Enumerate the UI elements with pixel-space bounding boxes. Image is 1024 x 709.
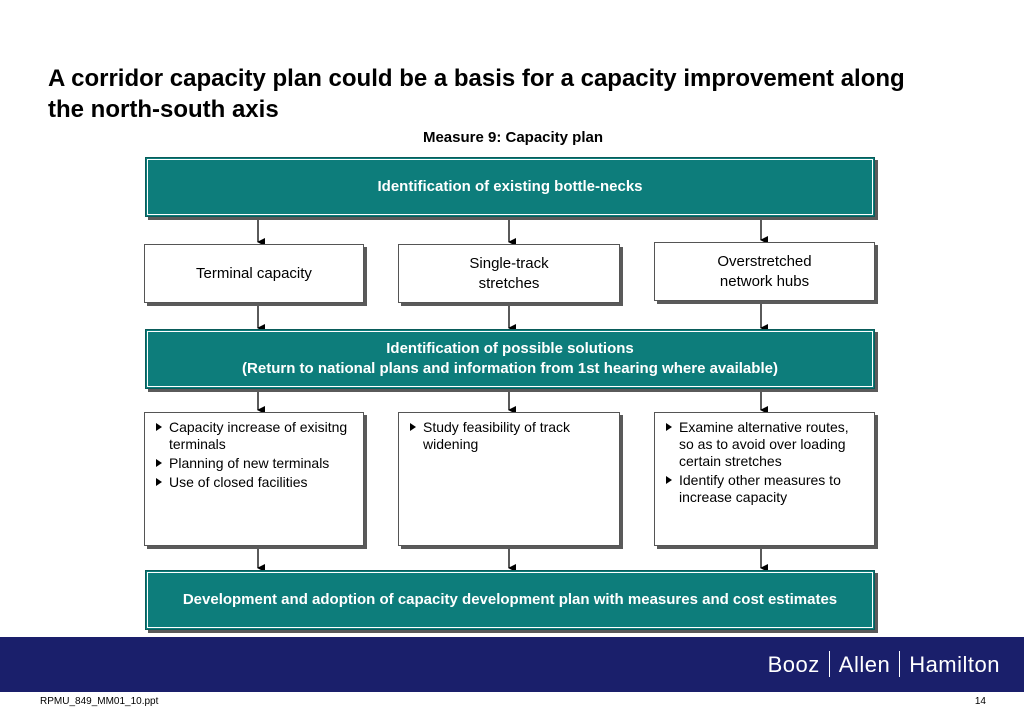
list-item: Capacity increase of exisitng terminals	[153, 419, 355, 453]
bottleneck-label: Single-track stretches	[469, 254, 549, 292]
list-item: Study feasibility of track widening	[407, 419, 611, 453]
slide-title: A corridor capacity plan could be a basi…	[48, 65, 905, 123]
logo-word: Hamilton	[909, 652, 1000, 677]
bottleneck-label: Terminal capacity	[196, 264, 312, 282]
list-item: Examine alternative routes, so as to avo…	[663, 419, 866, 470]
step-capacity-plan: Development and adoption of capacity dev…	[145, 570, 875, 630]
list-item: Use of closed facilities	[153, 474, 355, 491]
step-identify-solutions-line1: Identification of possible solutions	[386, 340, 634, 357]
subtitle-text: Measure 9: Capacity plan	[422, 129, 604, 146]
logo-word: Booz	[767, 652, 820, 677]
step-identify-solutions: Identification of possible solutions (Re…	[145, 329, 875, 389]
footer-page-number: 14	[974, 696, 986, 707]
list-item: Identify other measures to increase capa…	[663, 472, 866, 506]
bottleneck-network-hubs: Overstretched network hubs	[654, 242, 875, 301]
logo-word: Allen	[838, 652, 891, 677]
logo-divider	[828, 651, 830, 677]
step-identify-bottlenecks: Identification of existing bottle-necks	[145, 157, 875, 217]
footer-band	[0, 637, 1024, 692]
step-identify-solutions-line2: (Return to national plans and informatio…	[242, 360, 778, 377]
step-capacity-plan-label: Development and adoption of capacity dev…	[182, 591, 838, 608]
solutions-single-track: Study feasibility of track widening	[398, 412, 620, 546]
diagram-subtitle: Measure 9: Capacity plan	[0, 129, 1024, 146]
list-item: Planning of new terminals	[153, 455, 355, 472]
logo-divider	[899, 651, 901, 677]
step-identify-bottlenecks-label: Identification of existing bottle-necks	[377, 178, 643, 195]
bottleneck-single-track: Single-track stretches	[398, 244, 620, 303]
bottleneck-label: Overstretched network hubs	[717, 252, 812, 290]
booz-allen-hamilton-logo: Booz Allen Hamilton	[768, 651, 1000, 678]
solutions-terminal: Capacity increase of exisitng terminals …	[144, 412, 364, 546]
solutions-network-hubs: Examine alternative routes, so as to avo…	[654, 412, 875, 546]
bottleneck-terminal-capacity: Terminal capacity	[144, 244, 364, 303]
footer-file-name: RPMU_849_MM01_10.ppt	[40, 696, 159, 707]
